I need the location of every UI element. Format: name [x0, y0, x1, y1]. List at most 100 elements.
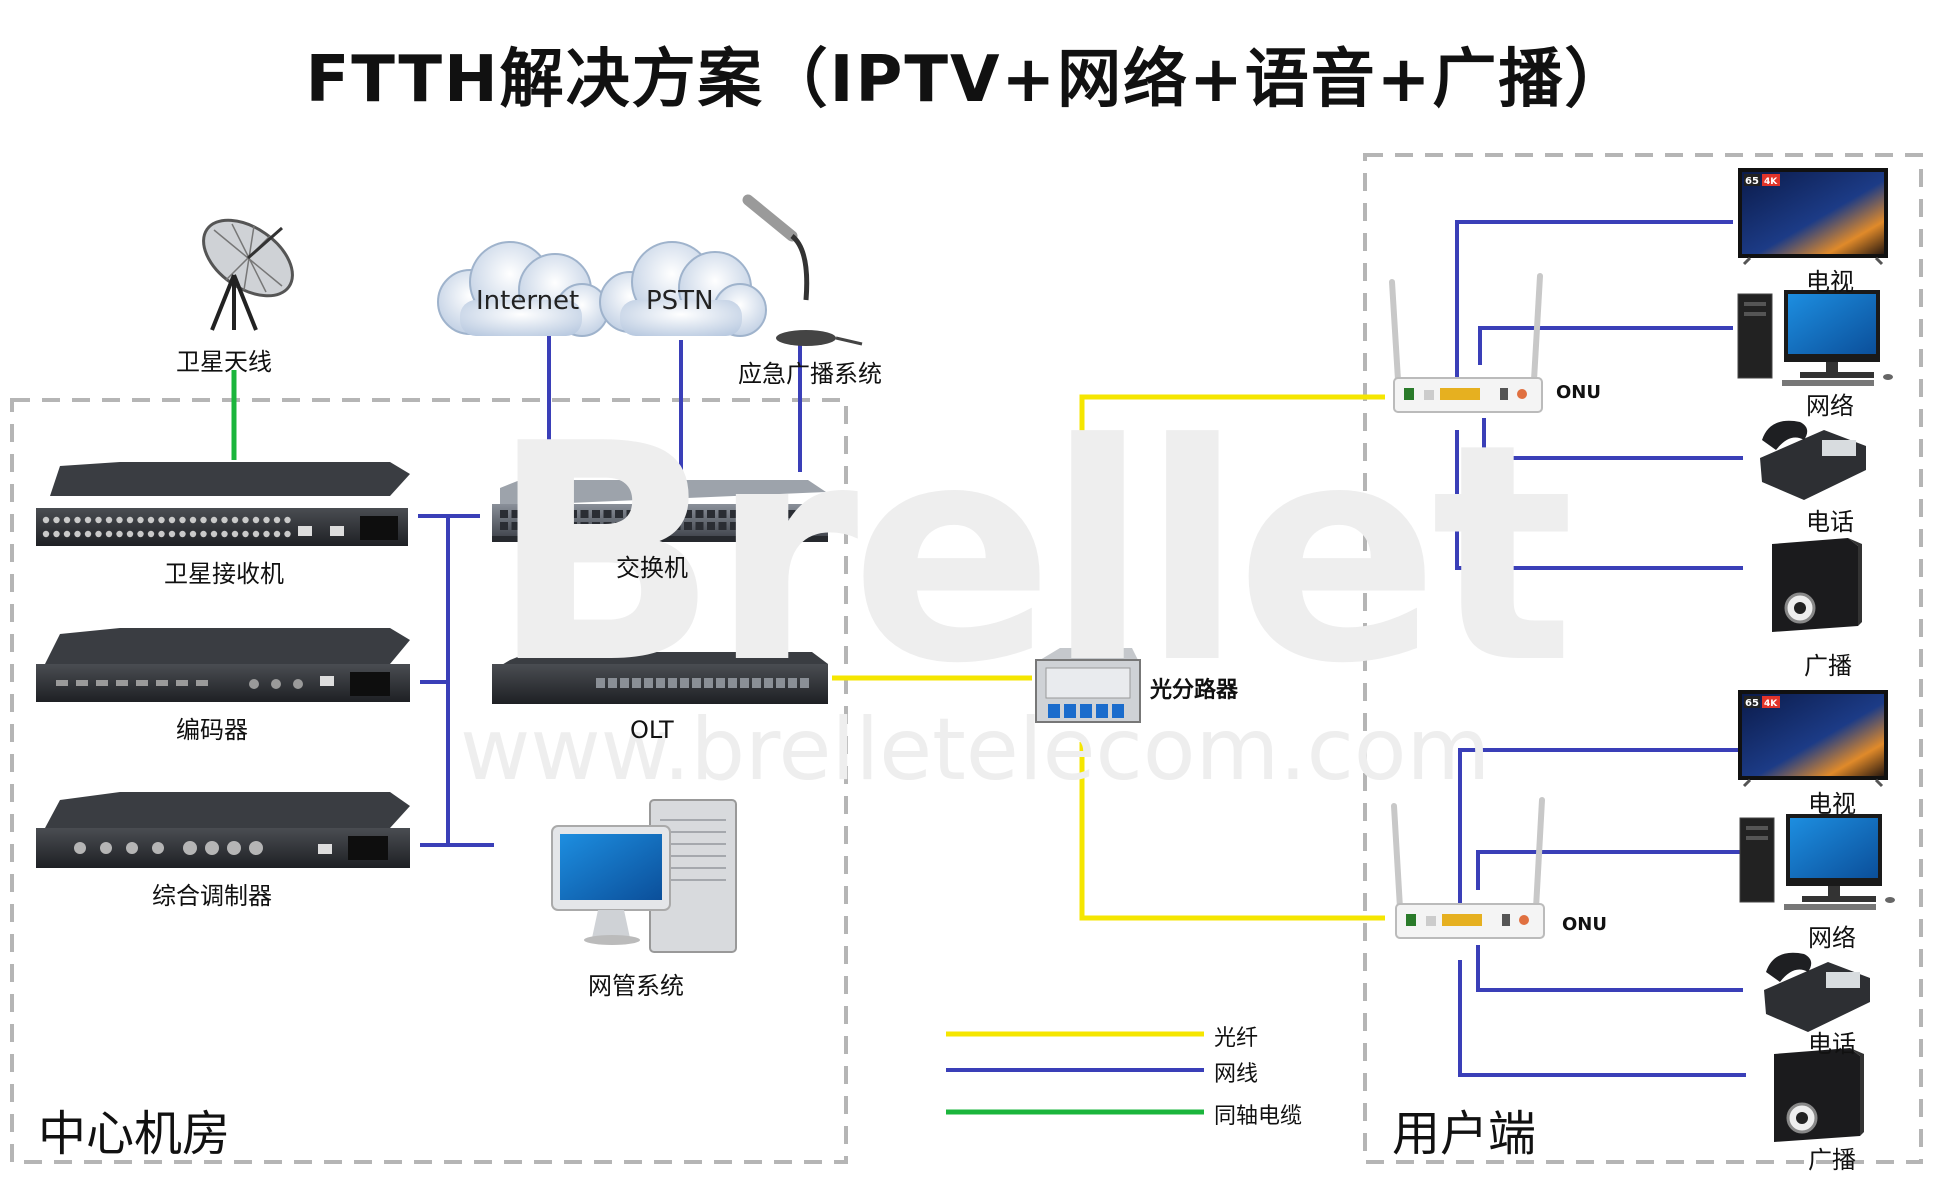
- legend-fiber-label: 光纤: [1214, 1026, 1259, 1051]
- splitter-device: [1035, 648, 1141, 723]
- lan-port: [557, 522, 566, 530]
- legend-coax-label: 同轴电缆: [1214, 1104, 1303, 1129]
- rf-port: [168, 516, 176, 524]
- lan-port: [672, 510, 681, 518]
- pon-port: [596, 678, 605, 688]
- rf-port: [74, 842, 86, 854]
- hdmi-port: [176, 680, 188, 686]
- lan-port: [546, 510, 554, 518]
- rf-port: [263, 530, 270, 538]
- rf-port: [293, 679, 303, 689]
- phone-2-label: 电话: [1808, 1030, 1856, 1058]
- rf-port: [63, 516, 71, 524]
- rf-port: [200, 530, 207, 538]
- lan-port: [753, 522, 761, 530]
- lan-port: [638, 510, 646, 518]
- rf-port: [284, 516, 291, 524]
- lan-port: [557, 510, 566, 518]
- lan-port: [546, 522, 554, 530]
- broadcast-2-label: 广播: [1808, 1146, 1856, 1174]
- modulator-label: 综合调制器: [152, 882, 272, 910]
- rf-port: [63, 530, 71, 538]
- lan-port: [787, 522, 796, 530]
- lan-port: [615, 522, 623, 530]
- lan-port: [753, 510, 761, 518]
- watermark-url: www.brelletelecom.com: [460, 700, 1491, 800]
- pstn-label: PSTN: [646, 286, 714, 316]
- lan-port: [776, 510, 784, 518]
- pon-port: [740, 678, 749, 688]
- rf-port: [53, 530, 60, 538]
- rf-port: [189, 516, 197, 524]
- lan-port: [672, 522, 681, 530]
- center-room-frame: [10, 398, 848, 1164]
- rf-port: [42, 530, 50, 538]
- phone-2-icon: [1764, 952, 1870, 1032]
- switch-device: [492, 480, 828, 542]
- emergency-broadcast-label: 应急广播系统: [738, 360, 882, 388]
- rf-port: [179, 530, 186, 538]
- rf-port: [53, 516, 60, 524]
- pc-1-icon: [1737, 290, 1893, 386]
- onu-1-label: ONU: [1556, 382, 1601, 403]
- lan-port: [511, 510, 520, 518]
- phone-1-label: 电话: [1806, 508, 1854, 536]
- page-title: FTTH解决方案（IPTV+网络+语音+广播）: [305, 43, 1631, 117]
- rf-port: [249, 679, 259, 689]
- network-cables-center: [418, 335, 802, 847]
- lan-port: [523, 522, 531, 530]
- modulator-device: [36, 792, 410, 868]
- lan-port: [787, 510, 796, 518]
- lan-port: [580, 522, 589, 530]
- lan-port: [569, 510, 577, 518]
- lan-port: [592, 522, 600, 530]
- pon-port: [764, 678, 773, 688]
- rf-port: [242, 516, 249, 524]
- pon-port: [620, 678, 629, 688]
- rf-port: [252, 516, 260, 524]
- rf-port: [158, 516, 165, 524]
- lan-port: [730, 522, 738, 530]
- lan-port: [741, 522, 750, 530]
- user-side-frame: [1363, 153, 1923, 1164]
- rf-port: [179, 516, 186, 524]
- onu-2-device: [1391, 797, 1545, 939]
- pstn-cloud-icon: [599, 241, 767, 337]
- rf-port: [200, 516, 207, 524]
- pon-port: [704, 678, 713, 688]
- lan-port: [684, 522, 692, 530]
- rf-port: [231, 516, 239, 524]
- nms-computer-icon: [551, 799, 737, 953]
- encoder-label: 编码器: [176, 716, 248, 744]
- pc-2-icon: [1739, 814, 1895, 910]
- lan-port: [764, 510, 773, 518]
- network-2-label: 网络: [1808, 924, 1856, 952]
- lan-port: [707, 522, 715, 530]
- lan-port: [626, 522, 635, 530]
- lan-port: [534, 510, 543, 518]
- rf-port: [126, 842, 138, 854]
- fiber-cables: [832, 394, 1385, 921]
- pon-port: [668, 678, 677, 688]
- rf-port: [74, 516, 81, 524]
- internet-label: Internet: [476, 286, 580, 316]
- lan-port: [603, 510, 612, 518]
- lan-port: [695, 510, 704, 518]
- onu-2-label: ONU: [1562, 914, 1607, 935]
- knob: [249, 841, 263, 855]
- legend-network-label: 网线: [1214, 1062, 1259, 1087]
- hdmi-port: [56, 680, 68, 686]
- splitter-label: 光分路器: [1150, 678, 1239, 703]
- rf-port: [147, 516, 155, 524]
- pon-port: [752, 678, 761, 688]
- knob: [183, 841, 197, 855]
- lan-port: [603, 522, 612, 530]
- lan-port: [500, 522, 508, 530]
- hdmi-port: [136, 680, 148, 686]
- lan-port: [718, 510, 727, 518]
- rf-port: [84, 516, 92, 524]
- rf-port: [221, 530, 228, 538]
- rf-port: [273, 530, 281, 538]
- phone-1-icon: [1760, 420, 1866, 500]
- knob: [205, 841, 219, 855]
